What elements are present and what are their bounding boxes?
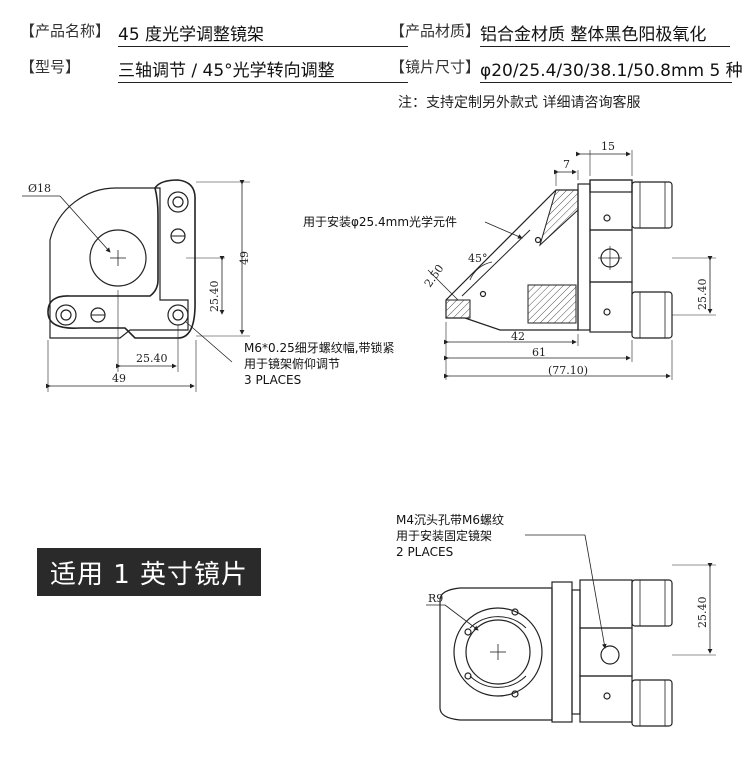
side-dim-2-50: 2.50 xyxy=(422,262,447,290)
front-dim-25-horizontal: 25.40 xyxy=(136,352,168,365)
side-dim-77-10: (77.10) xyxy=(548,364,588,377)
side-dim-25-40: 25.40 xyxy=(696,279,709,311)
side-plate xyxy=(577,183,591,331)
side-adjuster-top xyxy=(589,179,633,231)
front-screw-bottom-left xyxy=(55,304,77,326)
side-dim-61: 61 xyxy=(532,346,546,359)
side-hatch-upper xyxy=(539,189,579,247)
spec-model-value: 三轴调节 / 45°光学转向调整 xyxy=(118,56,408,83)
side-knob-top xyxy=(631,181,673,229)
side-view xyxy=(427,150,716,380)
side-adjuster-bottom xyxy=(589,281,633,333)
back-dim-r9: R9 xyxy=(428,592,443,605)
side-knob-bottom xyxy=(631,291,673,339)
custom-note: 注：支持定制另外款式 详细请咨询客服 xyxy=(398,95,641,111)
front-body-outline xyxy=(49,187,189,339)
side-hatch-lower xyxy=(527,284,577,324)
spec-material: 【产品材质】 铝合金材质 整体黑色阳极氧化 xyxy=(390,20,730,47)
back-ring-outer xyxy=(453,607,543,697)
front-dim-dia: Ø18 xyxy=(28,182,51,195)
front-lens-bore xyxy=(89,229,147,287)
spec-material-label: 【产品材质】 xyxy=(390,22,481,40)
back-ring-inner xyxy=(465,619,531,685)
front-screw-bottom-right xyxy=(167,304,189,326)
front-callout-line3: 3 PLACES xyxy=(244,373,301,387)
spec-size-value: φ20/25.4/30/38.1/50.8mm 5 种 xyxy=(480,56,743,83)
side-dim-7: 7 xyxy=(563,158,570,171)
back-mount-hole xyxy=(600,645,620,665)
front-dim-25-vertical: 25.40 xyxy=(208,281,221,313)
front-dim-49-vertical: 49 xyxy=(238,251,251,265)
back-callout-line3: 2 PLACES xyxy=(396,545,453,559)
side-dim-15: 15 xyxy=(601,140,615,153)
spec-product-name: 【产品名称】 45 度光学调整镜架 xyxy=(20,20,408,47)
fit-badge: 适用 1 英寸镜片 xyxy=(37,548,261,596)
spec-model: 【型号】 三轴调节 / 45°光学转向调整 xyxy=(20,56,408,83)
back-knob-top xyxy=(631,579,673,627)
front-callout-line2: 用于镜架俯仰调节 xyxy=(244,356,340,371)
back-callout-line1: M4沉头孔带M6螺纹 xyxy=(396,513,504,527)
spec-model-label: 【型号】 xyxy=(20,58,81,76)
side-dim-42: 42 xyxy=(511,330,525,343)
side-angle: 45° xyxy=(468,252,488,265)
back-callout-line2: 用于安装固定镜架 xyxy=(396,528,492,543)
spec-name-label: 【产品名称】 xyxy=(20,22,111,40)
back-dim-25-40: 25.40 xyxy=(696,597,709,629)
front-view xyxy=(22,179,250,392)
spec-material-value: 铝合金材质 整体黑色阳极氧化 xyxy=(480,20,730,47)
spec-name-value: 45 度光学调整镜架 xyxy=(118,20,408,47)
front-callout-line1: M6*0.25细牙螺纹幅,带锁紧 xyxy=(244,340,395,355)
front-bracket xyxy=(47,179,196,339)
spec-size-label: 【镜片尺寸】 xyxy=(390,58,481,76)
front-screw-top xyxy=(167,191,189,213)
spec-size: 【镜片尺寸】 φ20/25.4/30/38.1/50.8mm 5 种 xyxy=(390,56,743,83)
side-optic-label: 用于安装φ25.4mm光学元件 xyxy=(303,214,457,229)
back-knob-bottom xyxy=(631,679,673,727)
back-view xyxy=(426,534,716,727)
front-dim-49-horizontal: 49 xyxy=(112,372,126,385)
